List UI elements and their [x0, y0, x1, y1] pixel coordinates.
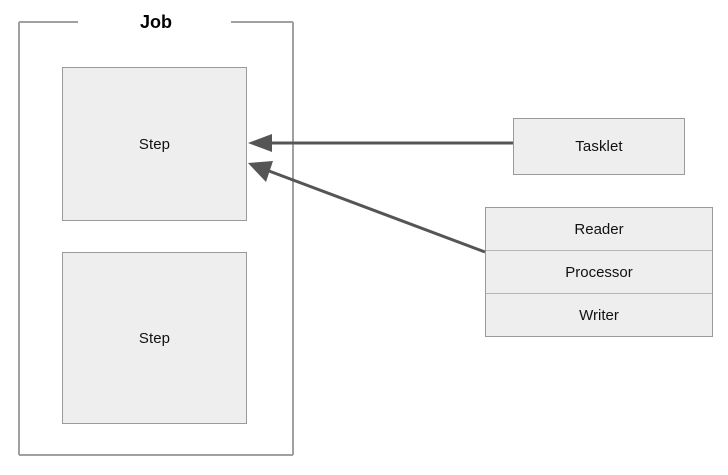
job-container-outline [18, 21, 294, 456]
chunk-row-writer-label: Writer [579, 306, 619, 324]
chunk-row-writer[interactable]: Writer [486, 294, 712, 336]
chunk-row-reader-label: Reader [574, 220, 624, 238]
step-box-1[interactable]: Step [62, 67, 247, 221]
tasklet-box[interactable]: Tasklet [513, 118, 685, 175]
tasklet-box-label: Tasklet [575, 138, 623, 155]
chunk-row-reader[interactable]: Reader [486, 208, 712, 251]
tasklet-to-step-arrow [248, 134, 513, 152]
chunk-row-processor[interactable]: Processor [486, 251, 712, 294]
chunk-to-step-arrow [248, 161, 486, 254]
job-title-label: Job [139, 12, 172, 32]
step-box-2[interactable]: Step [62, 252, 247, 424]
step-box-1-label: Step [138, 135, 171, 153]
chunk-box[interactable]: Reader Processor Writer [485, 207, 713, 337]
step-box-2-label: Step [138, 329, 171, 347]
chunk-row-processor-label: Processor [565, 263, 633, 281]
